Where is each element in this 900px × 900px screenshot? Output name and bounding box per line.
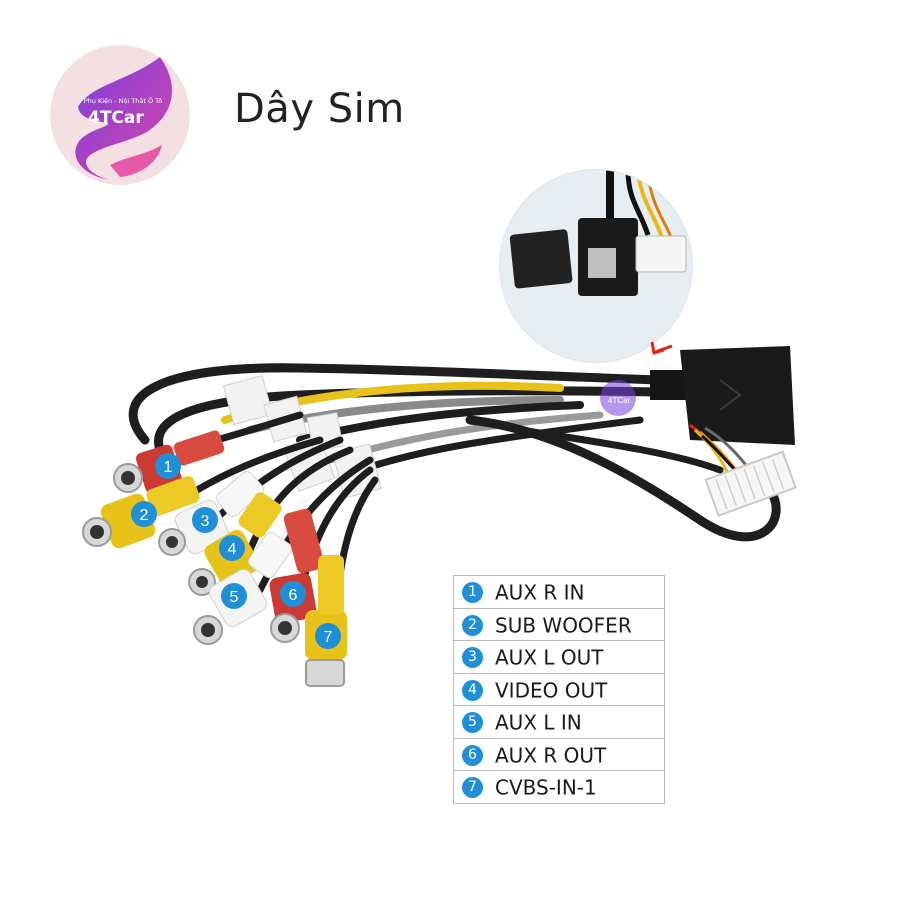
callout-1: 1 [155, 453, 181, 479]
legend-label: VIDEO OUT [495, 678, 608, 702]
legend-number-badge: 5 [462, 712, 483, 733]
legend-row: 2 SUB WOOFER [453, 607, 665, 641]
page-title: Dây Sim [234, 86, 405, 132]
legend-cell: 5 AUX L IN [453, 705, 665, 739]
legend-number-badge: 2 [462, 614, 483, 636]
callout-1-label: 1 [164, 459, 173, 476]
legend-cell: 7 CVBS-IN-1 [453, 770, 665, 804]
white-plug [704, 450, 797, 517]
legend-row: 1 AUX R IN [453, 575, 665, 609]
legend-cell: 3 AUX L OUT [453, 640, 665, 674]
legend-label: AUX L IN [495, 710, 582, 735]
rca-connector-2 [82, 475, 200, 549]
main-connector-housing [650, 346, 795, 445]
legend-row: 3 AUX L OUT [453, 640, 665, 674]
callout-3-label: 3 [201, 513, 210, 530]
callout-badges: 1 2 3 4 5 6 7 [131, 453, 341, 649]
callout-3: 3 [192, 507, 218, 533]
logo-swoosh-graphic [75, 57, 172, 180]
legend-label: AUX L OUT [495, 645, 604, 670]
legend-row: 5 AUX L IN [453, 705, 665, 739]
legend-row: 4 VIDEO OUT [453, 672, 665, 706]
callout-5-label: 5 [230, 589, 239, 606]
legend-cell: 6 AUX R OUT [453, 737, 665, 771]
callout-2-label: 2 [140, 507, 149, 524]
callout-4: 4 [219, 535, 245, 561]
sim-slot-inset [499, 169, 693, 363]
legend-number-badge: 4 [462, 679, 483, 701]
legend-label: AUX R OUT [495, 743, 607, 767]
legend-number-badge: 1 [462, 582, 483, 603]
legend-cell: 2 SUB WOOFER [453, 607, 665, 641]
callout-2: 2 [131, 501, 157, 527]
watermark-logo: 4TCar [600, 380, 636, 416]
callout-6: 6 [280, 581, 306, 607]
legend-row: 6 AUX R OUT [453, 737, 665, 771]
callout-7-label: 7 [324, 629, 333, 646]
callout-4-label: 4 [228, 541, 237, 558]
legend-label: SUB WOOFER [495, 613, 632, 637]
legend-cell: 4 VIDEO OUT [453, 672, 665, 706]
legend-number-badge: 7 [462, 777, 483, 798]
logo-brand-name: 4TCar [88, 108, 144, 128]
logo-subtitle: Phụ Kiện - Nội Thất Ô Tô [83, 97, 163, 105]
legend-label: CVBS-IN-1 [495, 775, 597, 800]
legend-row: 7 CVBS-IN-1 [453, 770, 665, 804]
callout-5: 5 [221, 583, 247, 609]
legend-label: AUX R IN [495, 580, 585, 605]
legend-number-badge: 3 [462, 647, 483, 668]
callout-6-label: 6 [289, 587, 298, 604]
legend-cell: 1 AUX R IN [453, 575, 665, 609]
brand-logo: Phụ Kiện - Nội Thất Ô Tô 4TCar [50, 45, 190, 185]
rca-connector-7 [305, 555, 347, 687]
watermark-text: 4TCar [608, 396, 631, 405]
legend-number-badge: 6 [462, 744, 483, 766]
callout-7: 7 [315, 623, 341, 649]
connector-legend-table: 1 AUX R IN 2 SUB WOOFER 3 AUX L OUT 4 VIDEO OUT… [453, 575, 665, 804]
